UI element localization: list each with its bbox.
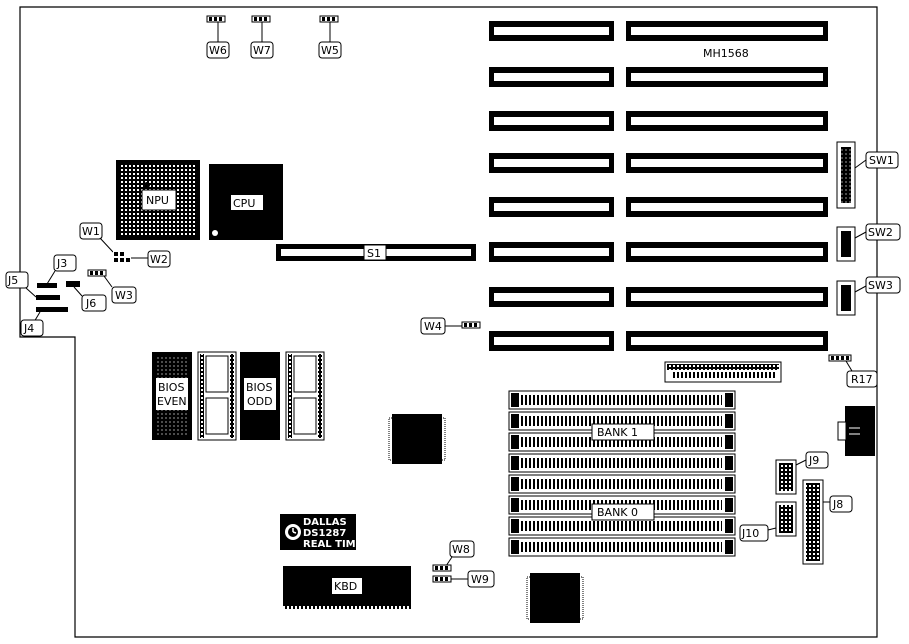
svg-text:CPU: CPU xyxy=(233,197,255,210)
header-j3: J3 xyxy=(37,254,77,288)
header-j5: J5 xyxy=(5,271,60,300)
simm-socket-7 xyxy=(508,516,736,536)
jumper-w2: W2 xyxy=(131,250,171,268)
isa-slots-left xyxy=(489,21,614,351)
kbd-controller-chip: KBD xyxy=(283,566,411,609)
svg-text:R17: R17 xyxy=(851,373,873,386)
svg-text:W5: W5 xyxy=(321,44,339,57)
svg-text:BIOS: BIOS xyxy=(158,381,184,394)
dip-switch-sw1: SW1 xyxy=(836,141,899,209)
svg-text:BANK 0: BANK 0 xyxy=(597,506,638,519)
keyboard-connector xyxy=(837,406,875,456)
jumper-w5: W5 xyxy=(318,15,342,59)
bios-even-chip: BIOS EVEN xyxy=(152,352,192,440)
header-j10: J10 xyxy=(739,501,797,542)
resistor-r17: R17 xyxy=(828,354,878,388)
header-j9: J9 xyxy=(775,451,829,495)
bios-socket-1 xyxy=(197,351,237,441)
svg-text:J10: J10 xyxy=(741,527,759,540)
svg-text:J9: J9 xyxy=(808,454,819,467)
jumper-w1: W1 xyxy=(79,222,131,263)
jumper-w3: W3 xyxy=(87,269,137,304)
svg-text:BIOS: BIOS xyxy=(246,381,272,394)
svg-text:J8: J8 xyxy=(832,498,843,511)
header-j4: J4 xyxy=(20,307,68,337)
simm-socket-1 xyxy=(508,390,736,410)
dip-switch-sw2: SW2 xyxy=(836,223,901,262)
jumper-w7: W7 xyxy=(250,15,274,59)
svg-text:KBD: KBD xyxy=(334,580,357,593)
svg-text:W4: W4 xyxy=(424,320,442,333)
svg-text:BANK 1: BANK 1 xyxy=(597,426,638,439)
svg-text:SW2: SW2 xyxy=(868,226,893,239)
simm-socket-2 xyxy=(508,411,736,431)
svg-text:W9: W9 xyxy=(471,573,489,586)
s1-slot: S1 xyxy=(276,244,476,261)
header-j6: J6 xyxy=(66,281,107,312)
svg-text:SW1: SW1 xyxy=(869,154,894,167)
svg-text:W6: W6 xyxy=(209,44,227,57)
svg-text:DS1287: DS1287 xyxy=(303,528,346,539)
board-model-label: MH1568 xyxy=(703,47,749,60)
cpu-chip: CPU xyxy=(209,164,283,240)
npu-socket: NPU xyxy=(116,160,200,240)
svg-text:EVEN: EVEN xyxy=(157,395,187,408)
jumper-w4: W4 xyxy=(420,317,481,335)
svg-text:REAL TIME: REAL TIME xyxy=(303,539,363,550)
simm-socket-4 xyxy=(508,453,736,473)
svg-text:DALLAS: DALLAS xyxy=(303,517,347,528)
svg-text:J3: J3 xyxy=(56,257,67,270)
svg-text:SW3: SW3 xyxy=(868,279,893,292)
chipset-chip-2 xyxy=(526,573,584,623)
chipset-chip-1 xyxy=(388,414,446,464)
svg-text:J6: J6 xyxy=(85,297,96,310)
svg-text:W1: W1 xyxy=(82,225,100,238)
bank1-label: BANK 1 xyxy=(591,423,655,441)
bank0-label: BANK 0 xyxy=(591,503,655,521)
simm-socket-5 xyxy=(508,474,736,494)
svg-text:ODD: ODD xyxy=(247,395,273,408)
simm-socket-3 xyxy=(508,432,736,452)
board-outline xyxy=(19,6,878,638)
bios-socket-2 xyxy=(285,351,325,441)
isa-slots-right xyxy=(626,21,828,351)
svg-text:NPU: NPU xyxy=(146,194,169,207)
svg-text:W3: W3 xyxy=(115,289,133,302)
dallas-rtc-chip: DALLAS DS1287 REAL TIME xyxy=(280,514,363,550)
svg-text:W7: W7 xyxy=(253,44,271,57)
sip-connector xyxy=(664,361,782,383)
svg-text:J4: J4 xyxy=(23,322,34,335)
svg-text:W8: W8 xyxy=(452,543,470,556)
jumper-w9: W9 xyxy=(432,570,495,588)
svg-text:J5: J5 xyxy=(7,274,18,287)
jumper-w8: W8 xyxy=(432,540,475,572)
svg-text:W2: W2 xyxy=(150,253,168,266)
simm-socket-8 xyxy=(508,537,736,557)
svg-text:S1: S1 xyxy=(367,247,381,260)
header-j8: J8 xyxy=(802,479,853,565)
jumper-w6: W6 xyxy=(206,15,230,59)
dip-switch-sw3: SW3 xyxy=(836,276,901,316)
simm-sockets xyxy=(508,390,736,557)
bios-odd-chip: BIOS ODD xyxy=(240,352,280,440)
